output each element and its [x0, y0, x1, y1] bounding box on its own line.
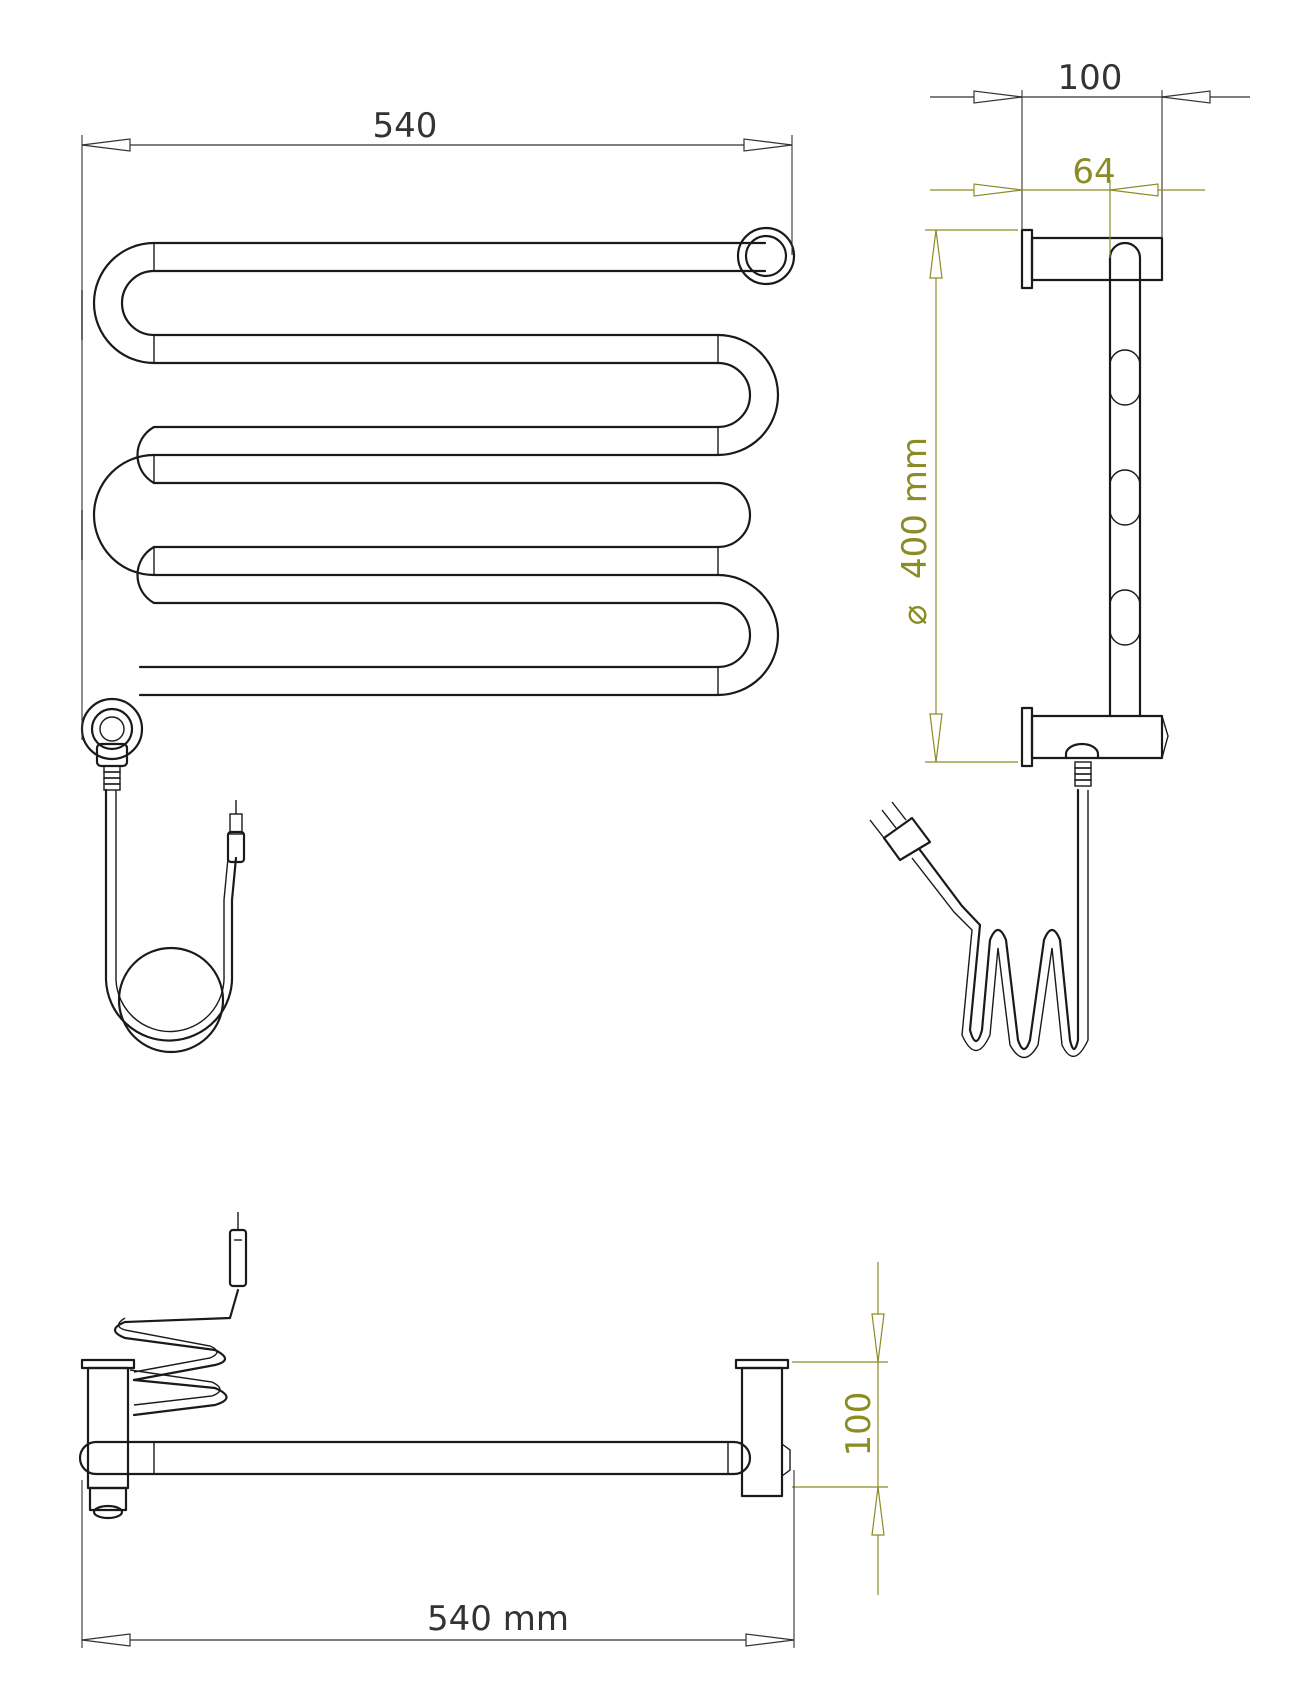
front-width-dimension: 540 — [81, 106, 793, 740]
side-depth-inner-label: 64 — [1072, 152, 1115, 192]
top-plug — [228, 1228, 248, 1288]
front-view-geometry — [0, 0, 800, 1100]
side-depth-total-label: 100 — [1058, 58, 1123, 98]
top-depth-dimension: 100 — [792, 1262, 888, 1595]
top-width-dimension: 540 mm — [81, 1470, 795, 1648]
side-height-label: 400 mm — [895, 437, 935, 579]
front-width-label: 540 — [373, 106, 438, 146]
side-cable — [918, 788, 1080, 1051]
side-depth-inner-dimension: 64 — [930, 152, 1205, 258]
top-view — [78, 1212, 791, 1520]
front-plug — [226, 830, 246, 864]
top-cable — [113, 1288, 240, 1382]
side-depth-total-dimension: 100 — [930, 58, 1250, 238]
top-width-label: 540 mm — [427, 1599, 569, 1639]
side-height-symbol: ⌀ — [895, 605, 935, 625]
top-depth-label: 100 — [839, 1392, 879, 1457]
side-height-dimension: ⌀ 400 mm — [895, 229, 1018, 763]
front-cable — [104, 788, 238, 1042]
side-view — [869, 228, 1169, 1059]
side-plug — [882, 816, 932, 862]
top-tube — [78, 1440, 752, 1476]
front-top-mount — [736, 226, 796, 286]
